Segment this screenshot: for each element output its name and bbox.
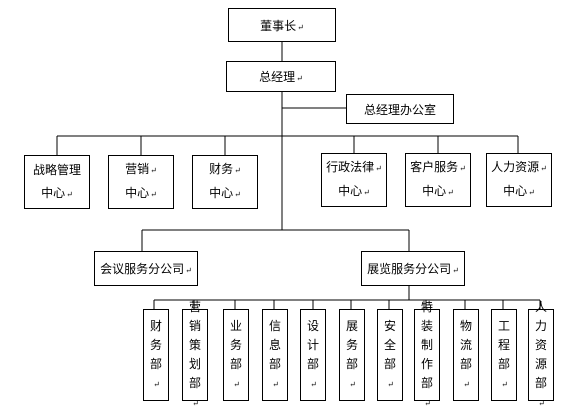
department-label: 安全部: [383, 318, 396, 371]
return-mark: ↵: [153, 379, 160, 389]
department-label: 营销策划部: [188, 299, 201, 390]
return-mark: ↵: [310, 379, 317, 389]
return-mark: ↵: [424, 398, 431, 408]
return-mark: ↵: [459, 164, 466, 173]
center-label: 中心: [338, 184, 363, 198]
return-mark: ↵: [192, 398, 199, 408]
center-label: 营销: [125, 162, 150, 176]
center-label: 行政法律: [326, 160, 375, 174]
center-label: 客户服务: [410, 160, 459, 174]
return-mark: ↵: [66, 189, 73, 199]
center-hr-box: 人力资源↵中心↵: [486, 153, 552, 207]
center-finance-box: 财务↵中心↵: [192, 155, 258, 209]
return-mark: ↵: [363, 188, 370, 197]
center-label: 中心: [503, 184, 528, 198]
center-strategy-box: 战略管理中心↵: [24, 155, 90, 209]
department-logistics-box: 物流部 ↵: [453, 309, 479, 401]
department-design-box: 设计部 ↵: [300, 309, 326, 401]
department-label: 特装制作部: [420, 299, 433, 390]
return-mark: ↵: [538, 398, 545, 408]
return-mark: ↵: [349, 379, 356, 389]
gm-office-label: 总经理办公室: [363, 102, 436, 117]
return-mark: ↵: [375, 164, 382, 173]
exhibition-company-label: 展览服务分公司: [367, 262, 452, 276]
return-mark: ↵: [150, 166, 157, 175]
exhibition-company-box: 展览服务分公司↵: [361, 251, 465, 286]
return-mark: ↵: [296, 74, 303, 83]
department-hr-box: 人力资源部 ↵: [528, 300, 554, 408]
department-label: 财务部: [149, 318, 162, 371]
center-label: 中心: [422, 184, 447, 198]
return-mark: ↵: [234, 190, 241, 199]
center-admin-legal-box: 行政法律↵中心↵: [321, 153, 387, 207]
center-marketing-box: 营销↵中心↵: [108, 155, 174, 209]
return-mark: ↵: [528, 188, 535, 197]
department-label: 信息部: [268, 318, 281, 371]
center-label: 中心: [209, 186, 234, 200]
center-label: 人力资源: [491, 160, 540, 174]
department-security-box: 安全部 ↵: [377, 309, 403, 401]
center-label: 财务: [209, 162, 234, 176]
return-mark: ↵: [234, 166, 241, 175]
department-label: 业务部: [229, 318, 242, 371]
department-label: 设计部: [306, 318, 319, 371]
department-engineering-box: 工程部 ↵: [491, 309, 517, 401]
return-mark: ↵: [463, 379, 470, 389]
general-manager-box: 总经理↵: [226, 61, 336, 92]
department-finance-box: 财务部 ↵: [143, 309, 169, 401]
department-exhibition-affairs-box: 展务部 ↵: [339, 309, 365, 401]
return-mark: ↵: [297, 22, 304, 32]
return-mark: ↵: [150, 190, 157, 199]
department-label: 工程部: [497, 318, 510, 371]
center-label: 中心: [41, 185, 66, 200]
center-label: 战略管理: [32, 162, 81, 177]
department-label: 展务部: [345, 318, 358, 371]
conference-company-box: 会议服务分公司↵: [94, 251, 198, 286]
department-information-box: 信息部 ↵: [262, 309, 288, 401]
general-manager-label: 总经理: [259, 70, 296, 84]
return-mark: ↵: [233, 379, 240, 389]
department-special-fitting-box: 特装制作部 ↵: [414, 300, 440, 408]
chairman-box: 董事长↵: [228, 8, 336, 42]
department-label: 物流部: [459, 318, 472, 371]
center-label: 中心: [125, 186, 150, 200]
return-mark: ↵: [447, 188, 454, 197]
return-mark: ↵: [387, 379, 394, 389]
return-mark: ↵: [501, 379, 508, 389]
gm-office-box: 总经理办公室: [346, 94, 454, 124]
return-mark: ↵: [272, 379, 279, 389]
conference-company-label: 会议服务分公司: [100, 262, 185, 276]
department-marketing-planning-box: 营销策划部 ↵: [182, 300, 208, 408]
return-mark: ↵: [540, 164, 547, 173]
department-label: 人力资源部: [534, 299, 547, 390]
return-mark: ↵: [185, 266, 192, 275]
center-customer-service-box: 客户服务↵中心↵: [405, 153, 471, 207]
return-mark: ↵: [452, 266, 459, 275]
department-business-box: 业务部 ↵: [223, 309, 249, 401]
chairman-label: 董事长: [260, 18, 297, 33]
